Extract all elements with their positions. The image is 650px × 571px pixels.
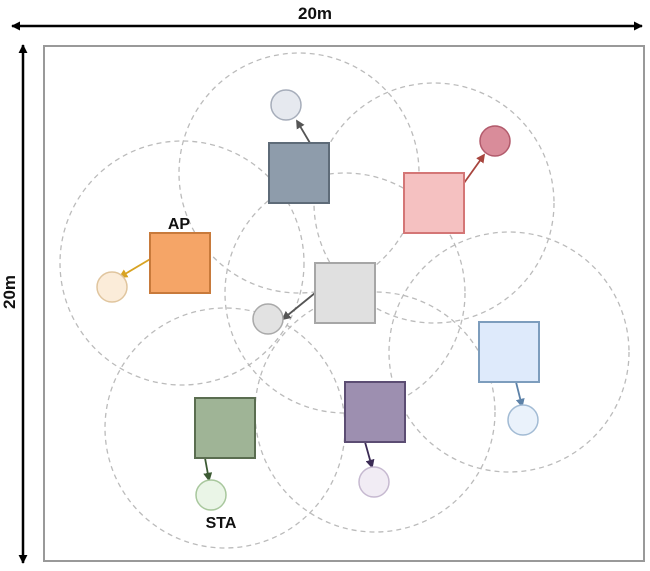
access-point-slate (268, 142, 330, 204)
station-red (479, 125, 511, 157)
link-arrow-green (203, 457, 213, 482)
link-arrow-slate (296, 119, 311, 144)
access-point-gray (314, 262, 376, 324)
link-arrow-light-blue (515, 381, 525, 408)
coverage-circle-red (313, 82, 555, 324)
coverage-circle-gray (224, 172, 466, 414)
coverage-circle-light-blue (388, 231, 630, 473)
station-light-blue (507, 404, 539, 436)
coverage-circle-orange (59, 140, 305, 386)
height-label: 20m (0, 275, 19, 309)
link-arrow-gray (281, 292, 316, 321)
station-green (195, 479, 227, 511)
access-points (149, 142, 540, 459)
station-purple (358, 466, 390, 498)
link-arrow-orange (118, 257, 153, 278)
access-point-green (194, 397, 256, 459)
width-label: 20m (298, 4, 332, 23)
sta-label: STA (206, 515, 237, 532)
ap-label: AP (168, 216, 191, 233)
access-point-light-blue (478, 321, 540, 383)
link-arrow-purple (364, 441, 375, 469)
access-point-purple (344, 381, 406, 443)
coverage-circle-purple (254, 291, 496, 533)
access-point-orange (149, 232, 211, 294)
station-gray (252, 303, 284, 335)
link-arrows (118, 119, 525, 482)
stations (96, 89, 539, 511)
link-arrow-red (463, 153, 486, 184)
station-orange (96, 271, 128, 303)
access-point-red (403, 172, 465, 234)
station-slate (270, 89, 302, 121)
